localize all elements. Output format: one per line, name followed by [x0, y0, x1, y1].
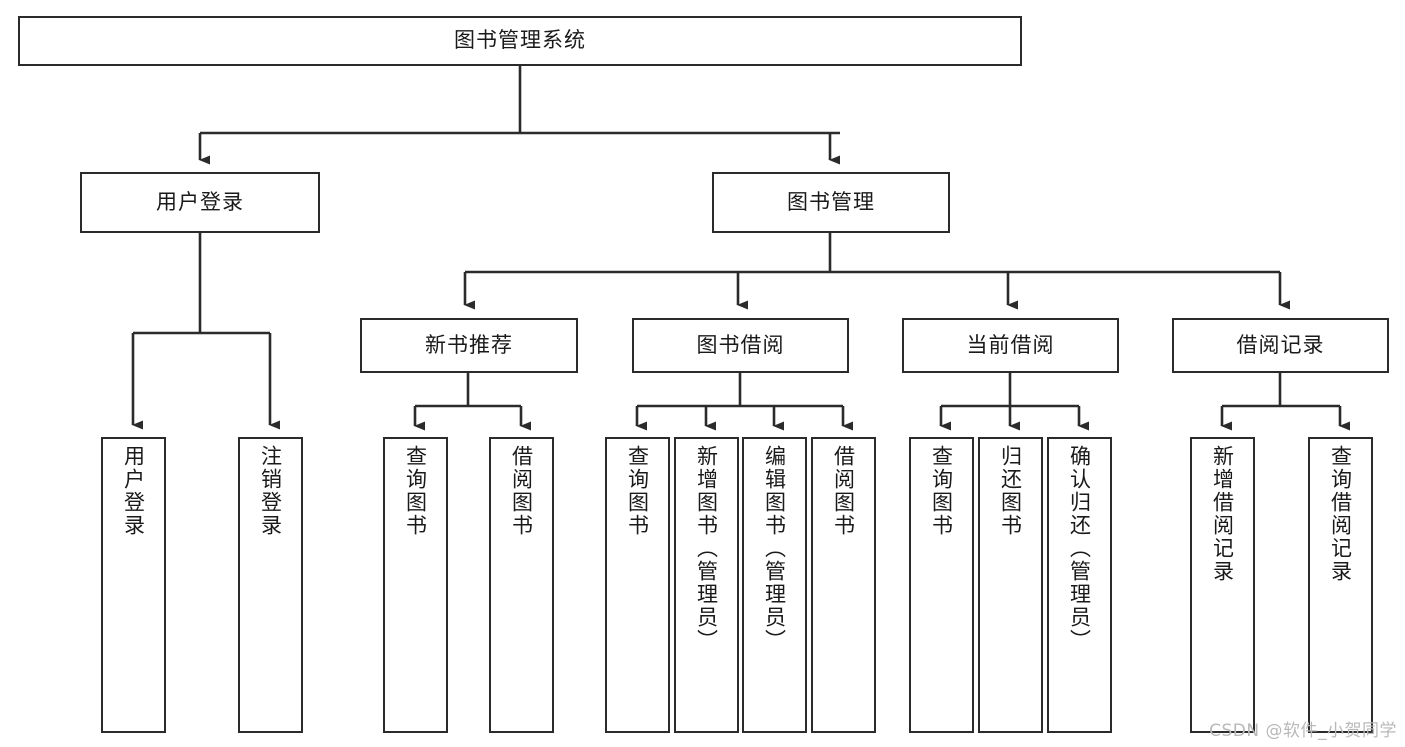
leaf-bb-add-book[interactable]: 新增图书（管理员）: [674, 437, 739, 733]
node-root-system[interactable]: 图书管理系统: [18, 16, 1022, 66]
leaf-bb-borrow-book[interactable]: 借阅图书: [811, 437, 876, 733]
node-label: 查询图书: [625, 445, 650, 537]
node-borrow-record[interactable]: 借阅记录: [1172, 318, 1389, 373]
leaf-cb-confirm-return[interactable]: 确认归还（管理员）: [1047, 437, 1112, 733]
node-label: 图书管理系统: [454, 28, 586, 53]
node-book-management[interactable]: 图书管理: [712, 172, 950, 233]
node-label: 查询图书: [929, 445, 954, 537]
leaf-user-login[interactable]: 用户登录: [101, 437, 166, 733]
leaf-br-add-record[interactable]: 新增借阅记录: [1190, 437, 1255, 733]
leaf-br-query-record[interactable]: 查询借阅记录: [1308, 437, 1373, 733]
node-label: 新书推荐: [425, 332, 513, 357]
node-label: 借阅图书: [509, 445, 534, 537]
node-label: 查询借阅记录: [1328, 445, 1353, 583]
node-label: 归还图书: [998, 445, 1023, 537]
node-label: 确认归还（管理员）: [1067, 445, 1092, 652]
node-new-book-recommend[interactable]: 新书推荐: [360, 318, 578, 373]
node-current-borrow[interactable]: 当前借阅: [902, 318, 1119, 373]
node-user-login[interactable]: 用户登录: [80, 172, 320, 233]
node-label: 查询图书: [403, 445, 428, 537]
node-label: 图书借阅: [696, 332, 785, 357]
node-label: 新增图书（管理员）: [694, 445, 719, 652]
node-label: 当前借阅: [966, 332, 1055, 357]
node-label: 图书管理: [787, 189, 875, 214]
leaf-cb-return-book[interactable]: 归还图书: [978, 437, 1043, 733]
node-label: 借阅记录: [1236, 332, 1325, 357]
csdn-watermark: CSDN @软件_小贺同学: [1209, 721, 1397, 741]
node-label: 注销登录: [258, 445, 283, 537]
leaf-bb-query-book[interactable]: 查询图书: [605, 437, 670, 733]
leaf-nb-borrow-book[interactable]: 借阅图书: [489, 437, 554, 733]
node-label: 借阅图书: [831, 445, 856, 537]
leaf-cb-query-book[interactable]: 查询图书: [909, 437, 974, 733]
node-label: 新增借阅记录: [1210, 445, 1235, 583]
node-book-borrow[interactable]: 图书借阅: [632, 318, 849, 373]
node-label: 编辑图书（管理员）: [762, 445, 787, 652]
leaf-nb-query-book[interactable]: 查询图书: [383, 437, 448, 733]
node-label: 用户登录: [121, 445, 146, 537]
node-label: 用户登录: [156, 189, 244, 214]
leaf-bb-edit-book[interactable]: 编辑图书（管理员）: [742, 437, 807, 733]
leaf-logout[interactable]: 注销登录: [238, 437, 303, 733]
